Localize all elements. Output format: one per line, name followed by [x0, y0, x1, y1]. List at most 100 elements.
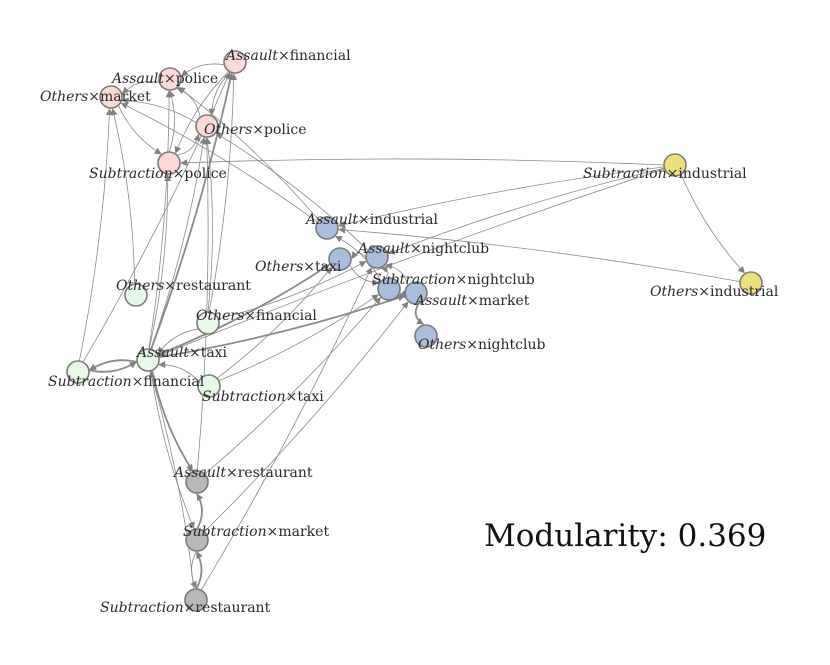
node-label-crime: Assault — [172, 465, 226, 481]
node-others-nightclub[interactable] — [414, 324, 438, 348]
edge-assault-taxi-to-assault-financial — [150, 72, 234, 350]
edge-subtraction-restaurant-to-assault-nightclub — [200, 266, 372, 591]
node-subtraction-nightclub[interactable] — [377, 277, 401, 301]
edge-subtraction-taxi-to-assault-taxi — [158, 361, 200, 382]
edge-subtraction-nightclub-to-assault-industrial — [334, 236, 382, 282]
node-label-subtraction-police: Subtraction×police — [89, 166, 227, 182]
node-label-times-sign: × — [184, 600, 196, 616]
node-label-crime: Assault — [304, 212, 358, 228]
node-label-place: police — [176, 71, 218, 87]
node-label-crime: Assault — [110, 71, 164, 87]
node-assault-market[interactable] — [404, 281, 428, 305]
node-label-place: market — [278, 524, 329, 540]
edge-subtraction-financial-to-others-market — [78, 108, 113, 362]
edge-subtraction-restaurant-to-subtraction-market — [195, 551, 203, 590]
edge-assault-taxi-to-assault-police — [148, 90, 173, 350]
node-label-times-sign: × — [164, 71, 176, 87]
node-label-place: restaurant — [176, 278, 251, 294]
edge-subtraction-industrial-to-assault-industrial — [338, 166, 665, 228]
node-label-assault-industrial: Assault×industrial — [304, 212, 438, 228]
node-label-place: taxi — [201, 345, 228, 361]
node-label-times-sign: × — [226, 465, 238, 481]
node-others-taxi[interactable] — [328, 247, 352, 271]
edge-subtraction-market-to-subtraction-restaurant — [190, 550, 198, 589]
node-label-crime: Subtraction — [100, 600, 184, 616]
node-label-crime: Others — [255, 259, 303, 275]
node-label-place: police — [264, 122, 306, 138]
node-label-times-sign: × — [267, 524, 279, 540]
node-label-place: restaurant — [238, 465, 313, 481]
node-label-place: financial — [256, 308, 317, 324]
edge-assault-taxi-to-assault-market — [158, 294, 406, 359]
node-subtraction-restaurant[interactable] — [184, 588, 208, 612]
node-assault-nightclub[interactable] — [365, 245, 389, 269]
node-label-others-taxi: Others×taxi — [255, 259, 342, 275]
node-label-times-sign: × — [88, 89, 100, 105]
edge-subtraction-restaurant-to-assault-taxi — [148, 371, 195, 590]
node-label-place: industrial — [678, 166, 747, 182]
node-others-market[interactable] — [99, 85, 123, 109]
edge-assault-financial-to-subtraction-police — [174, 70, 230, 154]
node-label-crime: Others — [650, 284, 698, 300]
node-label-times-sign: × — [698, 284, 710, 300]
edge-others-industrial-to-assault-industrial — [338, 226, 741, 282]
node-label-times-sign: × — [132, 374, 144, 390]
node-label-times-sign: × — [164, 278, 176, 294]
node-label-assault-nightclub: Assault×nightclub — [356, 241, 489, 257]
node-assault-financial[interactable] — [223, 50, 247, 74]
node-label-subtraction-financial: Subtraction×financial — [48, 374, 205, 390]
edge-assault-taxi-to-assault-restaurant — [151, 370, 194, 472]
node-label-place: market — [479, 293, 530, 309]
edge-others-taxi-to-subtraction-nightclub — [349, 264, 380, 287]
node-label-crime: Subtraction — [583, 166, 667, 182]
node-subtraction-industrial[interactable] — [663, 153, 687, 177]
node-subtraction-police[interactable] — [157, 151, 181, 175]
node-label-place: industrial — [710, 284, 779, 300]
node-label-crime: Others — [116, 278, 164, 294]
edge-subtraction-market-to-assault-restaurant — [196, 493, 204, 530]
edge-subtraction-taxi-to-subtraction-nightclub — [218, 294, 379, 382]
node-layer — [66, 50, 763, 612]
node-label-times-sign: × — [244, 308, 256, 324]
label-layer: Assault×financialAssault×policeOthers×ma… — [40, 48, 779, 616]
edge-assault-financial-to-assault-police — [181, 63, 225, 77]
edge-subtraction-police-to-assault-police — [168, 90, 176, 153]
edge-assault-taxi-to-subtraction-police — [148, 174, 172, 350]
edge-subtraction-industrial-to-assault-taxi — [158, 168, 665, 357]
node-label-subtraction-restaurant: Subtraction×restaurant — [100, 600, 271, 616]
edge-assault-restaurant-to-subtraction-nightclub — [204, 296, 381, 475]
node-label-crime: Others — [204, 122, 252, 138]
edge-assault-restaurant-to-others-police — [196, 137, 211, 472]
node-subtraction-financial[interactable] — [66, 360, 90, 384]
node-label-times-sign: × — [189, 345, 201, 361]
edge-assault-taxi-to-others-taxi — [157, 263, 330, 356]
node-label-others-market: Others×market — [40, 89, 151, 105]
node-subtraction-market[interactable] — [185, 528, 209, 552]
node-assault-industrial[interactable] — [315, 216, 339, 240]
edge-subtraction-industrial-to-subtraction-police — [180, 158, 665, 167]
edge-others-financial-to-assault-taxi — [157, 328, 199, 355]
node-label-place: taxi — [315, 259, 342, 275]
node-others-financial[interactable] — [196, 311, 220, 335]
node-label-times-sign: × — [252, 122, 264, 138]
node-assault-police[interactable] — [158, 67, 182, 91]
node-assault-taxi[interactable] — [136, 348, 160, 372]
node-label-crime: Assault — [356, 241, 410, 257]
edge-assault-market-to-assault-nightclub — [385, 262, 409, 286]
node-others-police[interactable] — [195, 114, 219, 138]
node-label-times-sign: × — [456, 272, 468, 288]
edge-assault-taxi-to-subtraction-market — [150, 370, 195, 530]
node-label-place: nightclub — [422, 241, 489, 257]
node-label-assault-restaurant: Assault×restaurant — [172, 465, 313, 481]
node-assault-restaurant[interactable] — [185, 470, 209, 494]
node-label-times-sign: × — [667, 166, 679, 182]
node-label-crime: Others — [40, 89, 88, 105]
node-label-crime: Assault — [224, 48, 278, 64]
node-label-place: financial — [290, 48, 351, 64]
node-others-industrial[interactable] — [739, 271, 763, 295]
node-others-restaurant[interactable] — [124, 283, 148, 307]
node-subtraction-taxi[interactable] — [197, 374, 221, 398]
node-label-place: taxi — [297, 389, 324, 405]
edge-others-financial-to-assault-nightclub — [218, 261, 367, 320]
